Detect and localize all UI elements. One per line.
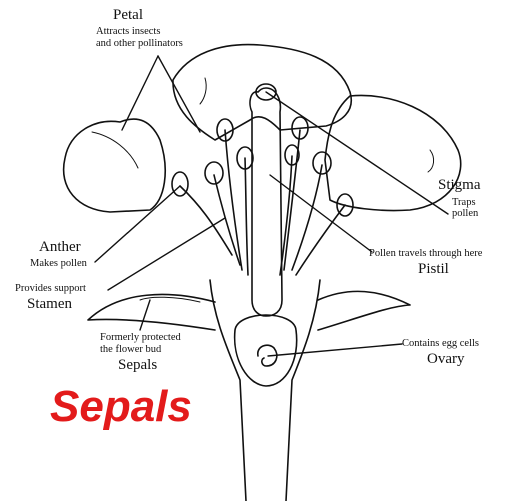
stigma-desc-line1: Traps [452,197,476,208]
ovary-desc: Contains egg cells [402,338,479,349]
top-petal [173,45,351,140]
pistil [250,88,282,316]
petal-desc-line2: and other pollinators [96,38,183,49]
stamen-pointer [108,218,225,290]
sepals-title: Sepals [118,358,157,374]
sepals-desc-line2: the flower bud [100,344,161,355]
pistil-title: Pistil [418,262,449,278]
stamen-title: Stamen [27,297,72,313]
petal-pointer-1 [122,56,158,130]
ovary-title: Ovary [427,352,465,368]
anther-pointer [95,186,180,262]
left-sepal [88,295,215,330]
receptacle [210,280,320,501]
anther-desc: Makes pollen [30,258,87,269]
stamen-desc: Provides support [15,283,86,294]
sepals-highlight-text: Sepals [50,385,192,429]
anther-title: Anther [39,240,81,256]
stigma-desc-line2: pollen [452,208,478,219]
ovary-pointer [268,344,402,356]
sepal-pointer [140,300,150,330]
left-petal [64,119,166,212]
right-sepal [318,291,410,330]
petal-title: Petal [113,8,143,24]
sepals-desc-line1: Formerly protected [100,332,181,343]
stigma-title: Stigma [438,178,481,194]
petal-pointer-2 [158,56,200,132]
petal-desc-line1: Attracts insects [96,26,160,37]
ovary-body [235,315,297,386]
anther-1 [172,172,188,196]
pistil-desc: Pollen travels through here [369,248,482,259]
